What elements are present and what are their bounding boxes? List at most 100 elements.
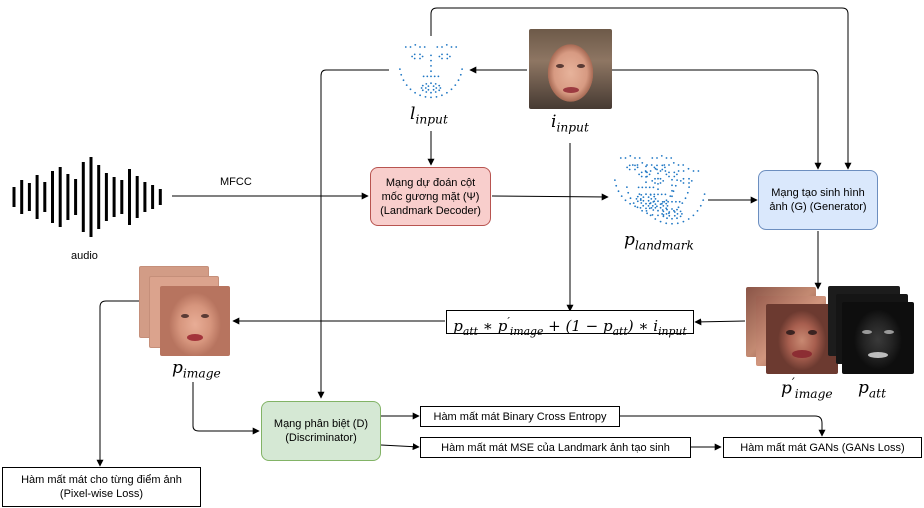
discriminator-node: Mạng phân biệt (D) (Discriminator) bbox=[261, 401, 381, 461]
landmark-dot bbox=[671, 195, 673, 198]
landmark-dot bbox=[652, 201, 655, 203]
landmark-dot bbox=[454, 84, 457, 86]
landmark-dot bbox=[640, 202, 643, 204]
landmark-dot bbox=[457, 79, 460, 82]
landmark-dot bbox=[659, 206, 662, 209]
landmark-dot bbox=[666, 205, 669, 207]
p-image-prime-label: p′image bbox=[781, 376, 833, 401]
bce-loss-box: Hàm mất mát Binary Cross Entropy bbox=[420, 406, 620, 427]
formula-sub-input: input bbox=[658, 325, 687, 338]
landmark-dot bbox=[430, 59, 432, 62]
audio-label: audio bbox=[71, 250, 98, 262]
landmark-dot bbox=[430, 91, 432, 94]
landmark-dot bbox=[421, 84, 424, 87]
landmark-dot bbox=[699, 204, 702, 207]
landmark-dot bbox=[677, 164, 680, 166]
landmark-dot bbox=[636, 164, 639, 166]
edge-pimage-to-pixelloss bbox=[96, 300, 139, 467]
landmark-dot bbox=[631, 164, 634, 166]
landmark-dot bbox=[430, 75, 432, 78]
formula-op1: ∗ p bbox=[478, 317, 508, 335]
landmark-dot bbox=[654, 198, 657, 200]
landmark-dot bbox=[670, 157, 673, 159]
landmark-dot bbox=[432, 85, 435, 87]
edge-linput-loop-to-generator bbox=[430, 7, 852, 170]
landmark-dot bbox=[661, 209, 664, 211]
landmark-dot bbox=[692, 170, 695, 172]
landmark-dot bbox=[677, 170, 680, 172]
landmark-dot bbox=[438, 84, 441, 87]
landmark-dot bbox=[653, 193, 656, 196]
landmark-dot bbox=[654, 203, 657, 206]
landmark-dot bbox=[430, 70, 432, 73]
landmark-dot bbox=[435, 87, 438, 89]
landmark-dot bbox=[666, 208, 668, 211]
landmark-dot bbox=[647, 199, 650, 202]
landmark-dot bbox=[409, 88, 412, 91]
landmark-dot bbox=[659, 182, 662, 184]
landmark-dot bbox=[659, 203, 662, 206]
landmark-dot bbox=[629, 155, 632, 157]
p-image-base: p bbox=[172, 358, 183, 378]
landmark-dot bbox=[676, 173, 678, 176]
landmark-dot bbox=[640, 175, 643, 178]
l-input-base: l bbox=[410, 104, 416, 124]
landmark-dot bbox=[434, 91, 437, 93]
landmark-dot bbox=[681, 202, 684, 205]
landmark-dot bbox=[645, 193, 647, 196]
landmark-dot bbox=[645, 207, 647, 210]
landmark-dot bbox=[676, 213, 679, 215]
landmark-dot bbox=[439, 87, 442, 89]
landmark-dot bbox=[684, 197, 687, 200]
i-input-base: i bbox=[551, 112, 557, 132]
landmark-dot bbox=[645, 181, 647, 184]
p-landmark-dots bbox=[614, 155, 706, 225]
landmark-dot bbox=[414, 91, 416, 94]
bce-loss-label: Hàm mất mát Binary Cross Entropy bbox=[433, 410, 607, 423]
p-image-label: pimage bbox=[172, 358, 221, 380]
landmark-dot bbox=[641, 186, 644, 189]
landmark-dot bbox=[674, 184, 677, 187]
landmark-dot bbox=[434, 83, 437, 85]
formula-p: p bbox=[453, 317, 463, 335]
p-image-prime-base: p bbox=[781, 378, 792, 399]
mse-landmark-loss-label: Hàm mất mát MSE của Landmark ảnh tạo sin… bbox=[441, 441, 670, 454]
edge-pimage-to-discriminator bbox=[192, 382, 260, 435]
landmark-dot bbox=[639, 207, 642, 209]
landmark-dot bbox=[430, 96, 432, 99]
landmark-dot bbox=[662, 214, 665, 216]
audio-waveform bbox=[12, 157, 162, 237]
landmark-dot bbox=[661, 201, 664, 203]
mse-landmark-loss-box: Hàm mất mát MSE của Landmark ảnh tạo sin… bbox=[420, 437, 691, 458]
landmark-dot bbox=[665, 157, 668, 159]
landmark-dot bbox=[624, 199, 627, 202]
landmark-dot bbox=[423, 46, 426, 48]
edge-disc-to-mse bbox=[380, 443, 420, 451]
landmark-dot bbox=[441, 94, 443, 97]
landmark-dot bbox=[687, 167, 690, 170]
landmark-dot bbox=[421, 89, 424, 92]
landmark-dot bbox=[666, 217, 668, 220]
landmark-dot bbox=[681, 213, 683, 215]
landmark-dot bbox=[665, 222, 668, 225]
landmark-dot bbox=[430, 82, 432, 85]
landmark-dot bbox=[648, 202, 651, 205]
landmark-dot bbox=[656, 157, 658, 159]
landmark-dot bbox=[400, 73, 403, 76]
landmark-dot bbox=[669, 195, 672, 198]
blend-formula-box: patt ∗ p′image + (1 − patt) ∗ iinput bbox=[446, 310, 694, 338]
landmark-dot bbox=[424, 96, 427, 98]
landmark-dot bbox=[673, 171, 676, 174]
landmark-dot bbox=[664, 166, 666, 169]
landmark-dot bbox=[614, 179, 616, 182]
p-att-sub: att bbox=[868, 386, 887, 401]
p-att-base: p bbox=[858, 378, 869, 398]
landmark-dot bbox=[663, 164, 666, 166]
landmark-dot bbox=[632, 202, 635, 205]
landmark-dot bbox=[668, 214, 671, 217]
landmark-dot bbox=[425, 83, 428, 85]
landmark-dot bbox=[696, 210, 699, 212]
gan-loss-label: Hàm mất mát GANs (GANs Loss) bbox=[740, 441, 905, 454]
landmark-dot bbox=[653, 166, 656, 169]
